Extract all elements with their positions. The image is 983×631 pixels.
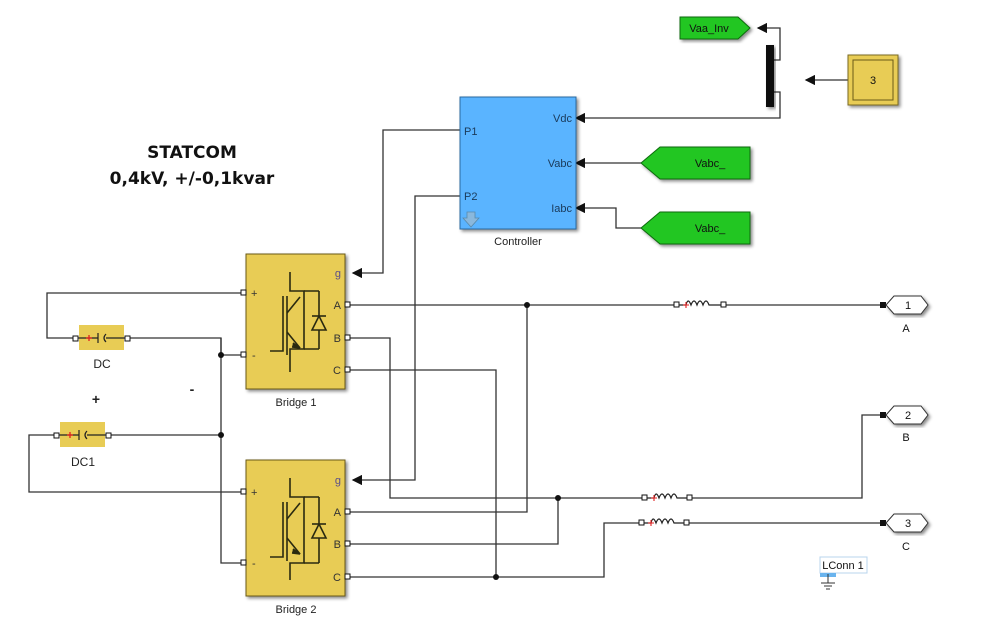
igbt-diode-icon [270, 272, 328, 372]
from-vabc-2-label: Vabc_ [695, 223, 726, 235]
outport-C[interactable] [880, 513, 929, 533]
outport-B-name: B [902, 432, 909, 444]
outport-A-number: 1 [905, 300, 911, 312]
wires [28, 22, 880, 578]
lconn1-label: LConn 1 [822, 560, 864, 572]
wire-bridge2-A[interactable] [349, 305, 528, 513]
bridge1-port-C[interactable] [344, 366, 351, 373]
wire-ind-B-to-out2[interactable] [690, 414, 880, 499]
bridge2-port-C[interactable] [344, 573, 351, 580]
junction-dot [218, 432, 224, 438]
controller-port-vdc: Vdc [553, 113, 572, 125]
controller-port-vabc: Vabc [548, 158, 573, 170]
bridge1-block[interactable] [245, 253, 346, 390]
bridge2-label-C: C [333, 572, 341, 584]
plus-marker-icon [67, 432, 73, 438]
bridge2-label-plus: + [251, 487, 257, 499]
bridge2-port-plus[interactable] [240, 488, 247, 495]
inductor-coil-icon [647, 493, 687, 500]
wire-dc-plus-to-bridge1[interactable] [46, 292, 242, 339]
outport-A-name: A [902, 323, 910, 335]
bridge2-port-minus[interactable] [240, 559, 247, 566]
outport-A[interactable] [880, 295, 929, 315]
outport-B[interactable] [880, 405, 929, 425]
bridge2-port-A[interactable] [344, 508, 351, 515]
bridge1-label-minus: - [252, 350, 256, 362]
bridge1-port-A[interactable] [344, 301, 351, 308]
inductor-coil-icon [644, 518, 684, 525]
wire-iabc-to-controller[interactable] [574, 202, 641, 229]
bridge1-label-plus: + [251, 288, 257, 300]
bridge1-label-A: A [334, 300, 342, 312]
bridge2-label-A: A [334, 507, 342, 519]
outport-B-number: 2 [905, 410, 911, 422]
junction-dot [493, 574, 499, 580]
wire-dc-minus[interactable] [127, 337, 242, 356]
bridge1-label-g: g [335, 268, 341, 280]
igbt-diode-icon [270, 478, 328, 580]
constant-block[interactable] [847, 54, 899, 106]
wire-bridge2-C[interactable] [349, 522, 642, 578]
from-vabc-2[interactable] [640, 211, 751, 245]
junctions [218, 302, 561, 580]
goto-vaa-inv[interactable] [679, 16, 751, 40]
controller-name: Controller [494, 236, 542, 248]
dc-source-block[interactable] [72, 325, 131, 350]
dc-source-name: DC [93, 357, 111, 371]
look-under-mask-arrow-icon[interactable] [462, 211, 480, 228]
ground-icon [821, 574, 835, 590]
bridge2-label-minus: - [252, 558, 256, 570]
dc1-source-name: DC1 [71, 455, 95, 469]
plus-annotation: + [92, 391, 100, 407]
wire-dc1-plus-to-bridge2[interactable] [28, 434, 242, 493]
minus-annotation: - [190, 381, 195, 397]
controller-port-iabc: Iabc [551, 203, 572, 215]
bridge2-port-B[interactable] [344, 540, 351, 547]
wire-p1-to-bridge1-g[interactable] [351, 129, 460, 279]
diagram-title: STATCOM [147, 143, 237, 163]
bridge2-block[interactable] [245, 459, 346, 597]
from-vabc-1[interactable] [640, 146, 751, 180]
bridge1-port-minus[interactable] [240, 351, 247, 358]
wire-bridge1-C[interactable] [349, 369, 497, 577]
wire-p2-to-bridge2-g[interactable] [351, 195, 460, 486]
wire-midpoint-bus[interactable] [220, 338, 242, 564]
junction-dot [218, 352, 224, 358]
bridge2-label-g: g [335, 475, 341, 487]
constant-value: 3 [870, 75, 876, 87]
goto-vaa-inv-label: Vaa_Inv [689, 23, 729, 35]
bridge1-name: Bridge 1 [276, 397, 317, 409]
diagram-subtitle: 0,4kV, +/-0,1kvar [110, 169, 275, 189]
wire-mux-to-vdc[interactable] [574, 91, 781, 124]
junction-dot [555, 495, 561, 501]
junction-dot [524, 302, 530, 308]
dc1-source-block[interactable] [53, 422, 112, 447]
bridge2-name: Bridge 2 [276, 604, 317, 616]
wire-bridge2-B[interactable] [349, 498, 559, 545]
bridge1-label-B: B [334, 333, 341, 345]
inductor-coil-icon [679, 300, 721, 307]
controller-port-p1: P1 [464, 126, 477, 138]
inductor-phase-B[interactable] [641, 493, 693, 501]
bridge1-port-B[interactable] [344, 334, 351, 341]
controller-port-p2: P2 [464, 191, 477, 203]
outport-C-name: C [902, 541, 910, 553]
wire-bridge1-B[interactable] [349, 337, 645, 499]
bridge2-label-B: B [334, 539, 341, 551]
from-vabc-1-label: Vabc_ [695, 158, 726, 170]
mux-block[interactable] [766, 45, 774, 107]
plus-marker-icon [86, 335, 92, 341]
wire-mux-to-goto[interactable] [756, 22, 781, 61]
controller-block[interactable] [459, 96, 577, 230]
bridge1-port-plus[interactable] [240, 289, 247, 296]
inductor-phase-A[interactable] [673, 300, 727, 308]
inductor-phase-C[interactable] [638, 518, 690, 526]
outport-C-number: 3 [905, 518, 911, 530]
bridge1-label-C: C [333, 365, 341, 377]
